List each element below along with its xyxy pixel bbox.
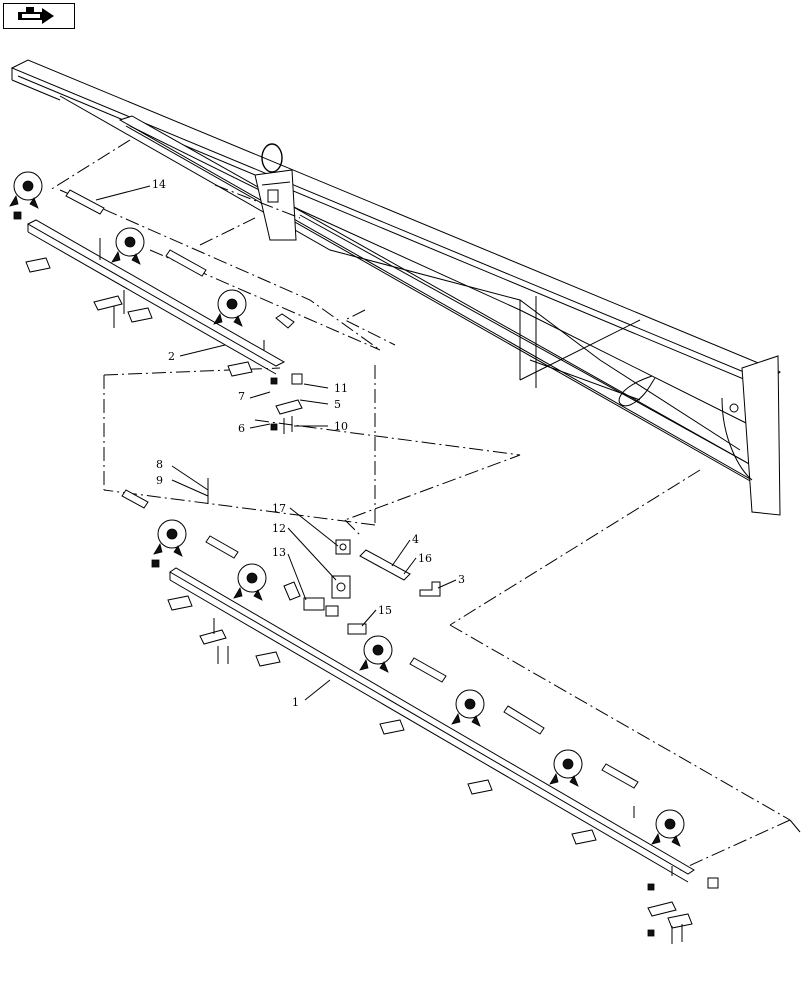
connector-lines	[49, 139, 801, 871]
coupling-13	[303, 597, 339, 617]
callout-5: 5	[334, 398, 341, 411]
nozzle-body-upper-2	[111, 227, 145, 265]
callout-labels: 1 2 3 4 5 6 7 8 9 10 11 12 13 14 15 16 1…	[152, 178, 465, 709]
callout-4: 4	[412, 533, 419, 546]
callout-9: 9	[156, 474, 163, 487]
callout-6: 6	[238, 422, 245, 435]
callout-14: 14	[152, 178, 166, 191]
upper-boom-section	[9, 171, 303, 434]
callout-10: 10	[334, 420, 348, 433]
callout-1: 1	[292, 696, 299, 709]
elbow-fitting-17	[335, 539, 351, 555]
tee-fitting	[331, 575, 351, 599]
nozzle-body-upper-3	[213, 289, 247, 327]
callout-15: 15	[378, 604, 392, 617]
callout-11: 11	[334, 382, 348, 395]
nozzle-body-lower-6	[651, 809, 685, 847]
nozzle-body-lower-4	[451, 689, 485, 727]
callout-16: 16	[418, 552, 432, 565]
callout-8: 8	[156, 458, 163, 471]
callout-3: 3	[458, 573, 465, 586]
callout-13: 13	[272, 546, 286, 559]
nozzle-body-lower-1	[153, 519, 187, 557]
callout-leaders	[95, 185, 457, 701]
nozzle-body-lower-2	[233, 563, 267, 601]
nozzle-body-lower-3	[359, 635, 393, 673]
next-page-button[interactable]	[3, 3, 75, 29]
next-page-arrow-icon	[18, 7, 54, 24]
nozzle-body-upper-1	[9, 171, 43, 209]
callout-2: 2	[168, 350, 175, 363]
lower-boom-section	[121, 478, 719, 944]
callout-7: 7	[238, 390, 245, 403]
elbow-fitting-3	[419, 581, 441, 597]
boom-frame	[10, 59, 781, 516]
callout-12: 12	[272, 522, 286, 535]
nipple-15	[347, 623, 367, 635]
callout-17: 17	[272, 502, 286, 515]
nozzle-body-lower-5	[549, 749, 583, 787]
